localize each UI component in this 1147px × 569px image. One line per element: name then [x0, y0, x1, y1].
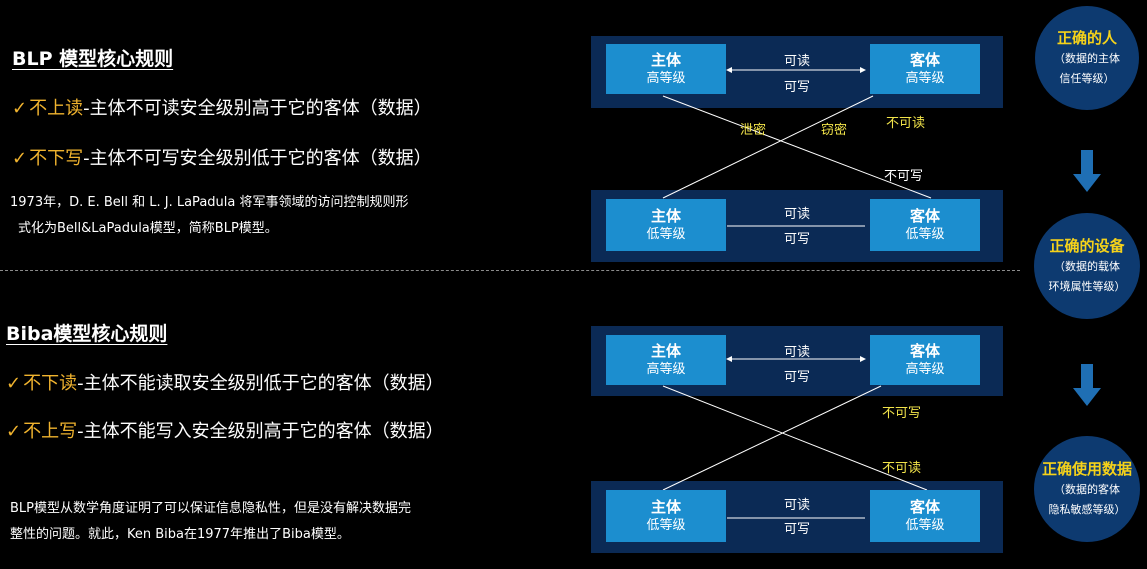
box-level: 高等级: [905, 362, 945, 377]
arrow-down-icon: [1073, 150, 1101, 192]
rule-keyword: 不上读: [29, 98, 84, 119]
box-title: 主体: [650, 342, 681, 360]
box-level: 低等级: [646, 518, 686, 533]
box-title: 主体: [650, 51, 681, 69]
circle-subtitle-2: 信任等级）: [1059, 72, 1115, 85]
biba-description-line1: BLP模型从数学角度证明了可以保证信息隐私性，但是没有解决数据完: [10, 501, 412, 516]
biba-high-object-box: 客体 高等级: [870, 335, 980, 385]
circle-subtitle-2: 隐私敏感等级）: [1048, 503, 1126, 516]
biba-low-write-label: 可写: [784, 522, 811, 537]
biba-cannot-write-label: 不可写: [882, 406, 922, 421]
rule-keyword: 不上写: [23, 421, 78, 442]
arrow-down-icon: [1073, 364, 1101, 406]
blp-description-line2: 式化为Bell&LaPadula模型，简称BLP模型。: [18, 221, 278, 236]
blp-low-read-label: 可读: [784, 207, 811, 222]
blp-cross-line-up: [662, 95, 874, 199]
check-icon: ✓: [12, 148, 28, 169]
blp-low-subject-box: 主体 低等级: [606, 199, 726, 251]
box-level: 低等级: [646, 227, 686, 242]
blp-steal-label: 窃密: [821, 123, 848, 138]
blp-description: 1973年，D. E. Bell 和 L. J. LaPadula 将军事领域的…: [10, 190, 450, 242]
biba-cross-line-up: [662, 385, 882, 491]
box-title: 客体: [909, 51, 940, 69]
blp-rule-no-read-up: ✓不上读-主体不可读安全级别高于它的客体（数据）: [12, 94, 432, 120]
blp-rule-no-write-down: ✓不下写-主体不可写安全级别低于它的客体（数据）: [12, 144, 432, 170]
circle-right-person: 正确的人 （数据的主体 信任等级）: [1035, 6, 1139, 110]
box-level: 高等级: [905, 71, 945, 86]
biba-cross-line-down: [662, 385, 928, 491]
biba-low-subject-box: 主体 低等级: [606, 490, 726, 542]
blp-high-write-label: 可写: [784, 80, 811, 95]
blp-cross-line-down: [662, 95, 932, 199]
circle-title: 正确使用数据: [1041, 460, 1132, 478]
blp-low-write-label: 可写: [784, 232, 811, 247]
circle-right-data-use: 正确使用数据 （数据的客体 隐私敏感等级）: [1034, 436, 1140, 542]
biba-description-line2: 整性的问题。就此，Ken Biba在1977年推出了Biba模型。: [10, 527, 350, 542]
blp-heading: BLP 模型核心规则: [12, 48, 174, 70]
circle-right-device: 正确的设备 （数据的载体 环境属性等级）: [1034, 213, 1140, 319]
box-level: 低等级: [905, 227, 945, 242]
biba-cannot-read-label: 不可读: [882, 461, 922, 476]
rule-keyword: 不下读: [23, 373, 78, 394]
blp-connector-lines: [662, 67, 932, 227]
box-title: 主体: [650, 498, 681, 516]
box-level: 低等级: [905, 518, 945, 533]
biba-heading: Biba模型核心规则: [6, 323, 168, 345]
box-title: 主体: [650, 207, 681, 225]
blp-low-object-box: 客体 低等级: [870, 199, 980, 251]
blp-high-read-label: 可读: [784, 54, 811, 69]
section-divider: [0, 270, 1020, 271]
circle-subtitle-1: （数据的主体: [1054, 52, 1120, 65]
rule-text: -主体不能读取安全级别低于它的客体（数据）: [77, 373, 444, 394]
blp-cannot-read-label: 不可读: [886, 116, 926, 131]
blp-description-line1: 1973年，D. E. Bell 和 L. J. LaPadula 将军事领域的…: [10, 195, 409, 210]
circle-subtitle-1: （数据的载体: [1054, 260, 1120, 273]
check-icon: ✓: [6, 421, 22, 442]
biba-high-write-label: 可写: [784, 370, 811, 385]
check-icon: ✓: [12, 98, 28, 119]
box-level: 高等级: [646, 71, 686, 86]
rule-text: -主体不能写入安全级别高于它的客体（数据）: [77, 421, 444, 442]
biba-description: BLP模型从数学角度证明了可以保证信息隐私性，但是没有解决数据完 整性的问题。就…: [10, 496, 460, 548]
biba-connector-lines: [662, 356, 928, 519]
box-title: 客体: [909, 498, 940, 516]
blp-high-object-box: 客体 高等级: [870, 44, 980, 94]
box-title: 客体: [909, 207, 940, 225]
biba-low-read-label: 可读: [784, 498, 811, 513]
check-icon: ✓: [6, 373, 22, 394]
rule-keyword: 不下写: [29, 148, 84, 169]
box-level: 高等级: [646, 362, 686, 377]
biba-rule-no-read-down: ✓不下读-主体不能读取安全级别低于它的客体（数据）: [6, 369, 444, 395]
biba-high-read-label: 可读: [784, 345, 811, 360]
rule-text: -主体不可读安全级别高于它的客体（数据）: [83, 98, 432, 119]
biba-high-subject-box: 主体 高等级: [606, 335, 726, 385]
circle-subtitle-2: 环境属性等级）: [1048, 280, 1126, 293]
blp-leak-label: 泄密: [740, 123, 767, 138]
circle-title: 正确的人: [1056, 29, 1117, 47]
blp-high-subject-box: 主体 高等级: [606, 44, 726, 94]
rule-text: -主体不可写安全级别低于它的客体（数据）: [83, 148, 432, 169]
biba-low-object-box: 客体 低等级: [870, 490, 980, 542]
blp-cannot-write-label: 不可写: [884, 169, 924, 184]
circle-title: 正确的设备: [1049, 237, 1125, 255]
box-title: 客体: [909, 342, 940, 360]
circle-subtitle-1: （数据的客体: [1054, 483, 1120, 496]
biba-rule-no-write-up: ✓不上写-主体不能写入安全级别高于它的客体（数据）: [6, 417, 444, 443]
